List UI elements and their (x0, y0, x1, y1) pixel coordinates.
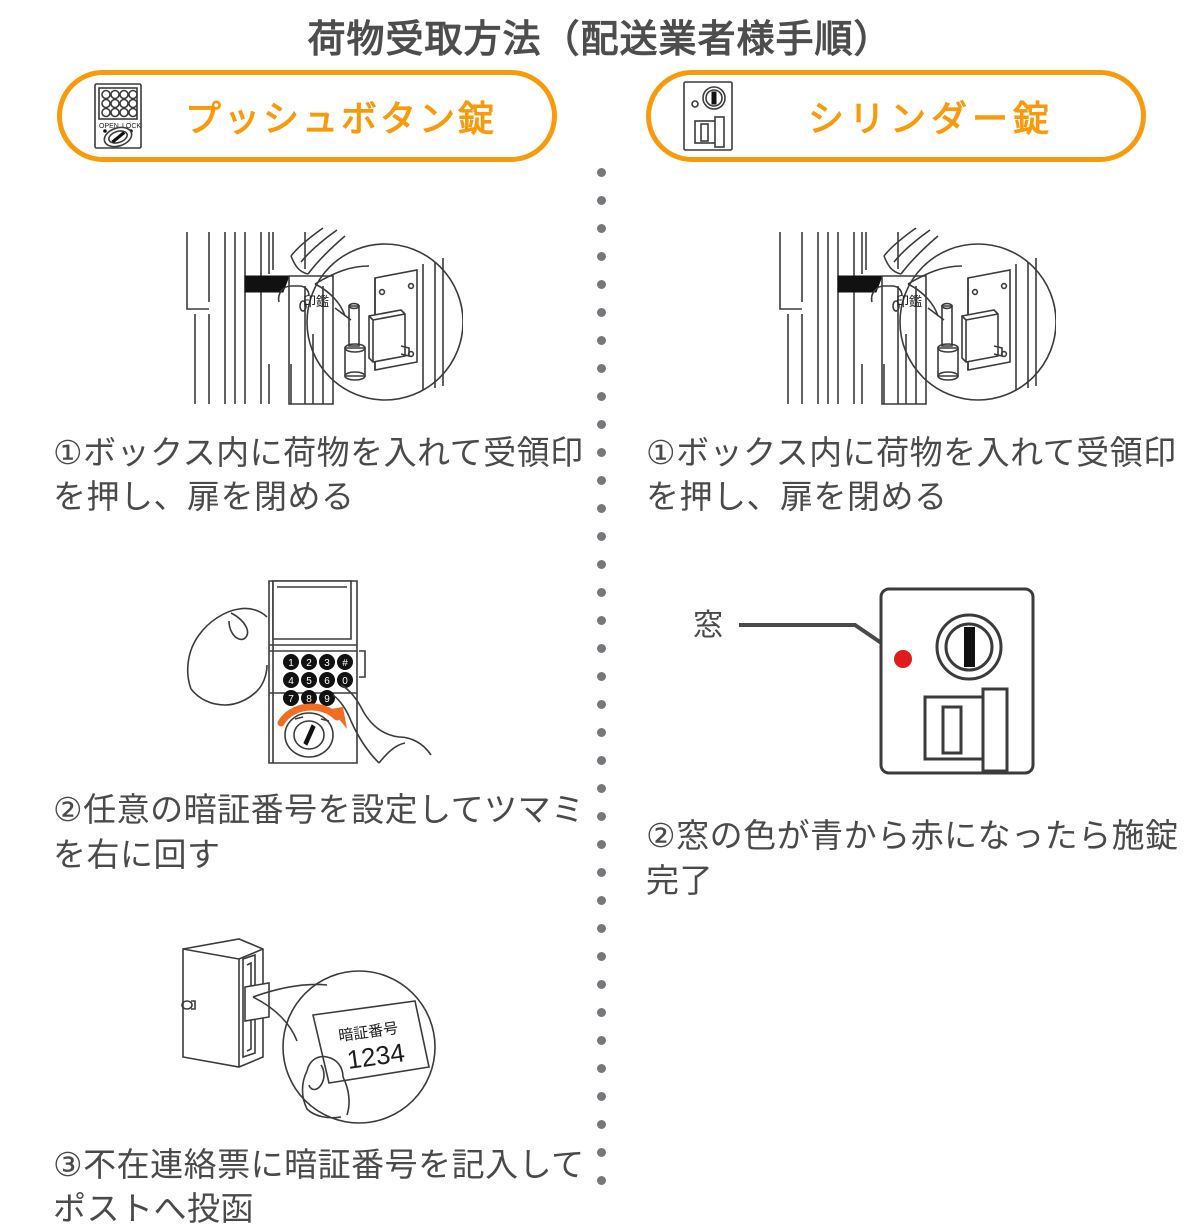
divider-dot (597, 504, 606, 513)
divider-dot (597, 280, 606, 289)
divider-dot (597, 588, 606, 597)
step-caption: ②任意の暗証番号を設定してツマミを右に回す (53, 791, 585, 873)
section-header-label: プッシュボタン錠 (184, 98, 497, 139)
mailbox-note-illustration: 暗証番号 1234 (45, 925, 590, 1125)
divider-dot (597, 1176, 606, 1185)
svg-text:8: 8 (306, 694, 312, 705)
column-cylinder-lock: シリンダー錠 (638, 70, 1183, 903)
step-caption: ①ボックス内に荷物を入れて受領印を押し、扉を閉める (53, 434, 584, 516)
cylinder-lock-panel-illustration: 窓 (638, 579, 1183, 784)
divider-dot (597, 868, 606, 877)
divider-dot (597, 924, 606, 933)
section-header-push-button-lock[interactable]: OPEN LOCK プッシュボタン錠 (57, 70, 557, 162)
cylinder-lock-icon (683, 81, 733, 151)
svg-text:#: # (342, 658, 348, 669)
lock-label: LOCK (122, 123, 141, 130)
divider-dot (597, 952, 606, 961)
divider-dot (597, 1064, 606, 1073)
inkan-label: 印鑑 (896, 294, 922, 309)
divider-dot (597, 224, 606, 233)
divider-dot (597, 1008, 606, 1017)
section-header-cylinder-lock[interactable]: シリンダー錠 (646, 70, 1146, 162)
divider-dot (597, 308, 606, 317)
page-title: 荷物受取方法（配送業者様手順） (307, 19, 893, 61)
divider-dot (597, 364, 606, 373)
divider-dot (597, 896, 606, 905)
divider-dot (597, 196, 606, 205)
divider-dot (597, 616, 606, 625)
svg-text:3: 3 (324, 658, 330, 669)
svg-text:7: 7 (288, 694, 294, 705)
divider-dot (597, 336, 606, 345)
step-item-3: 暗証番号 1234 ③不在連絡票に暗証番号を記入してポストへ投函 (45, 925, 590, 1231)
divider-dot (597, 1120, 606, 1129)
open-label: OPEN (99, 123, 119, 130)
divider-dot (597, 476, 606, 485)
divider-dot (597, 812, 606, 821)
keypad-hands-illustration: 1 2 3 # 4 5 6 0 7 8 9 (45, 567, 590, 772)
push-button-lock-icon: OPEN LOCK (94, 83, 142, 149)
divider-dot (597, 392, 606, 401)
divider-dot (597, 1036, 606, 1045)
svg-text:5: 5 (306, 676, 312, 687)
divider-dot (597, 1092, 606, 1101)
divider-dot (597, 728, 606, 737)
divider-dot (597, 700, 606, 709)
svg-text:4: 4 (288, 676, 294, 687)
divider-dot (597, 644, 606, 653)
delivery-box-stamp-illustration: 印鑑 (45, 214, 590, 419)
step-item-2: 1 2 3 # 4 5 6 0 7 8 9 (45, 567, 590, 876)
divider-dot (597, 756, 606, 765)
window-label: 窓 (693, 609, 723, 642)
divider-dot (597, 840, 606, 849)
divider-dot (597, 980, 606, 989)
divider-dot (597, 420, 606, 429)
svg-text:2: 2 (306, 658, 312, 669)
divider-dot (597, 168, 606, 177)
svg-text:9: 9 (324, 694, 330, 705)
step-caption: ③不在連絡票に暗証番号を記入してポストへ投函 (53, 1145, 585, 1228)
svg-text:0: 0 (342, 676, 348, 687)
step-item-1: 印鑑 ①ボックス内に荷物を入れて受領印を押し、扉を閉める (638, 214, 1183, 519)
section-header-label: シリンダー錠 (807, 98, 1054, 139)
divider-dot (597, 784, 606, 793)
column-push-button-lock: OPEN LOCK プッシュボタン錠 (45, 70, 590, 1231)
divider-dot (597, 560, 606, 569)
inkan-label: 印鑑 (303, 294, 329, 309)
column-divider (597, 168, 606, 1188)
divider-dot (597, 672, 606, 681)
status-indicator-dot (893, 650, 912, 669)
delivery-box-stamp-illustration: 印鑑 (638, 214, 1183, 419)
step-caption: ①ボックス内に荷物を入れて受領印を押し、扉を閉める (646, 434, 1177, 516)
step-caption: ②窓の色が青から赤になったら施錠完了 (646, 817, 1179, 899)
divider-dot (597, 1148, 606, 1157)
divider-dot (597, 532, 606, 541)
svg-text:1: 1 (288, 658, 294, 669)
step-item-1: 印鑑 ①ボックス内に荷物を入れて受領印を押し、扉を閉める (45, 214, 590, 519)
divider-dot (597, 252, 606, 261)
divider-dot (597, 448, 606, 457)
svg-text:6: 6 (324, 676, 330, 687)
step-item-2: 窓 ②窓の色が青から赤になったら施錠完了 (638, 579, 1183, 902)
